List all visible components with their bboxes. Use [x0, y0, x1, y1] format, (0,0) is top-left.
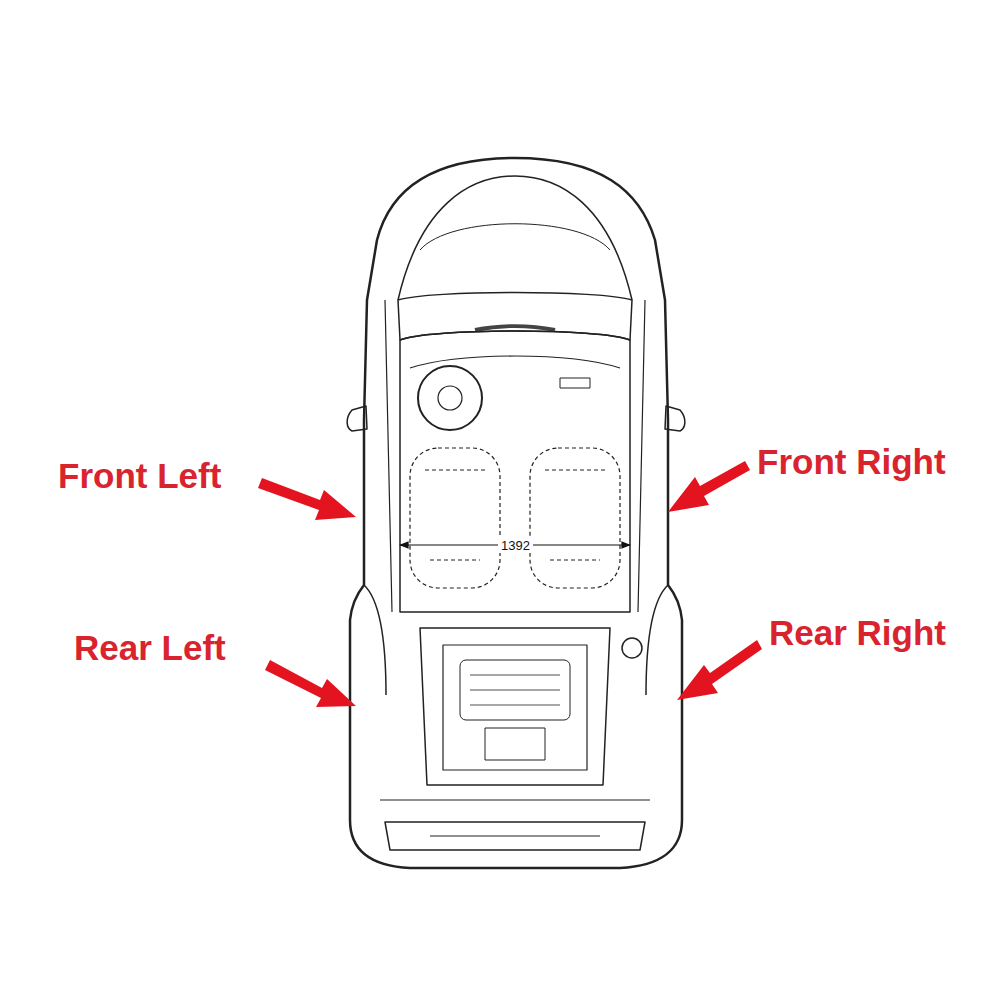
position-label: Rear Right [769, 613, 946, 653]
position-label: Front Left [58, 456, 221, 496]
dimension-label: 1392 [498, 538, 533, 553]
position-label: Front Right [757, 442, 946, 482]
position-label: Rear Left [74, 628, 226, 668]
